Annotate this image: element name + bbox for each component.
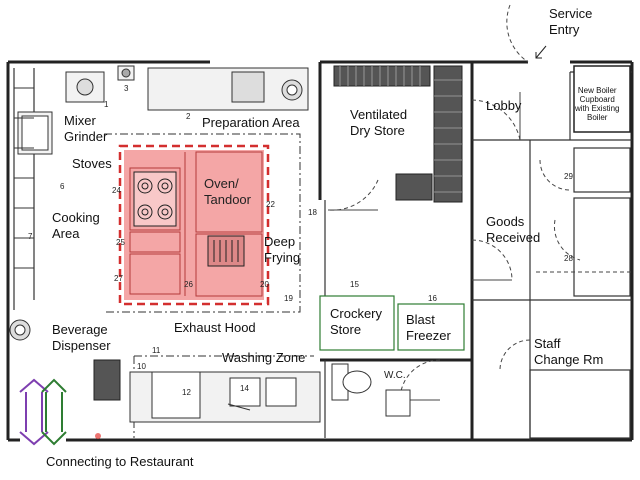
exhaust-hood-outline <box>104 133 314 438</box>
equip-num-28: 28 <box>564 254 573 263</box>
label-ventilated-dry-store: Ventilated Dry Store <box>350 107 408 138</box>
top-equipment <box>65 65 309 111</box>
sink-icon <box>129 371 411 423</box>
equip-num-25: 25 <box>116 238 125 247</box>
equip-num-6: 6 <box>60 182 65 191</box>
shelving-lines <box>339 66 462 193</box>
equip-num-29: 29 <box>564 172 573 181</box>
label-mixer-grinder: Mixer Grinder <box>64 113 108 144</box>
label-wc: W.C. <box>384 370 406 381</box>
equip-num-11: 11 <box>152 346 161 355</box>
label-washing-zone: Washing Zone <box>222 350 306 365</box>
label-exhaust-hood: Exhaust Hood <box>174 320 256 335</box>
label-service-entry: Service Entry <box>549 6 593 37</box>
walls <box>6 60 634 442</box>
equip-num-16: 16 <box>428 294 437 303</box>
equip-num-22: 22 <box>266 200 275 209</box>
equip-num-24: 24 <box>112 186 121 195</box>
equip-num-12: 12 <box>182 388 191 397</box>
label-stoves: Stoves <box>72 156 112 171</box>
label-beverage-dispenser: Beverage Dispenser <box>52 322 111 353</box>
label-crockery-store: Crockery Store <box>330 306 383 337</box>
label-preparation-area: Preparation Area <box>202 115 300 130</box>
door-leaves <box>328 92 632 401</box>
equip-num-20: 20 <box>260 280 269 289</box>
door-swing-icon <box>327 4 581 401</box>
left-equipment <box>9 87 53 341</box>
equip-num-15: 15 <box>350 280 359 289</box>
double-arrow-icon <box>19 378 67 446</box>
service-arrow <box>535 45 547 59</box>
label-staff-change-rm: Staff Change Rm <box>534 336 604 367</box>
equip-num-19: 19 <box>284 294 293 303</box>
equip-num-7: 7 <box>28 232 33 241</box>
crockery-store-box <box>319 295 395 351</box>
stove-burner-icon <box>133 171 177 227</box>
equip-num-18: 18 <box>308 208 317 217</box>
equip-num-26: 26 <box>184 280 193 289</box>
label-connecting-to-restaurant: Connecting to Restaurant <box>46 454 194 469</box>
equip-num-1: 1 <box>104 100 109 109</box>
label-oven-tandoor: Oven/ Tandoor <box>204 176 251 207</box>
equip-num-10: 10 <box>137 362 146 371</box>
boiler-cupboard-box <box>573 65 631 133</box>
toilet-icon <box>331 363 372 401</box>
equip-num-2: 2 <box>186 112 191 121</box>
label-cooking-area: Cooking Area <box>52 210 100 241</box>
label-lobby: Lobby <box>486 98 522 113</box>
blast-freezer-box <box>397 303 465 351</box>
label-deep-frying: Deep Frying <box>264 234 301 265</box>
label-goods-received: Goods Received <box>486 214 541 245</box>
equip-num-3: 3 <box>124 84 129 93</box>
shelving-icon <box>93 65 463 401</box>
fryer-icon <box>207 235 245 267</box>
label-boiler-cupboard: New Boiler Cupboard with Existing Boiler <box>575 86 620 122</box>
label-blast-freezer: Blast Freezer <box>406 312 451 343</box>
equip-num-27: 27 <box>114 274 123 283</box>
marker-dot <box>95 433 101 439</box>
equip-num-14: 14 <box>240 384 249 393</box>
